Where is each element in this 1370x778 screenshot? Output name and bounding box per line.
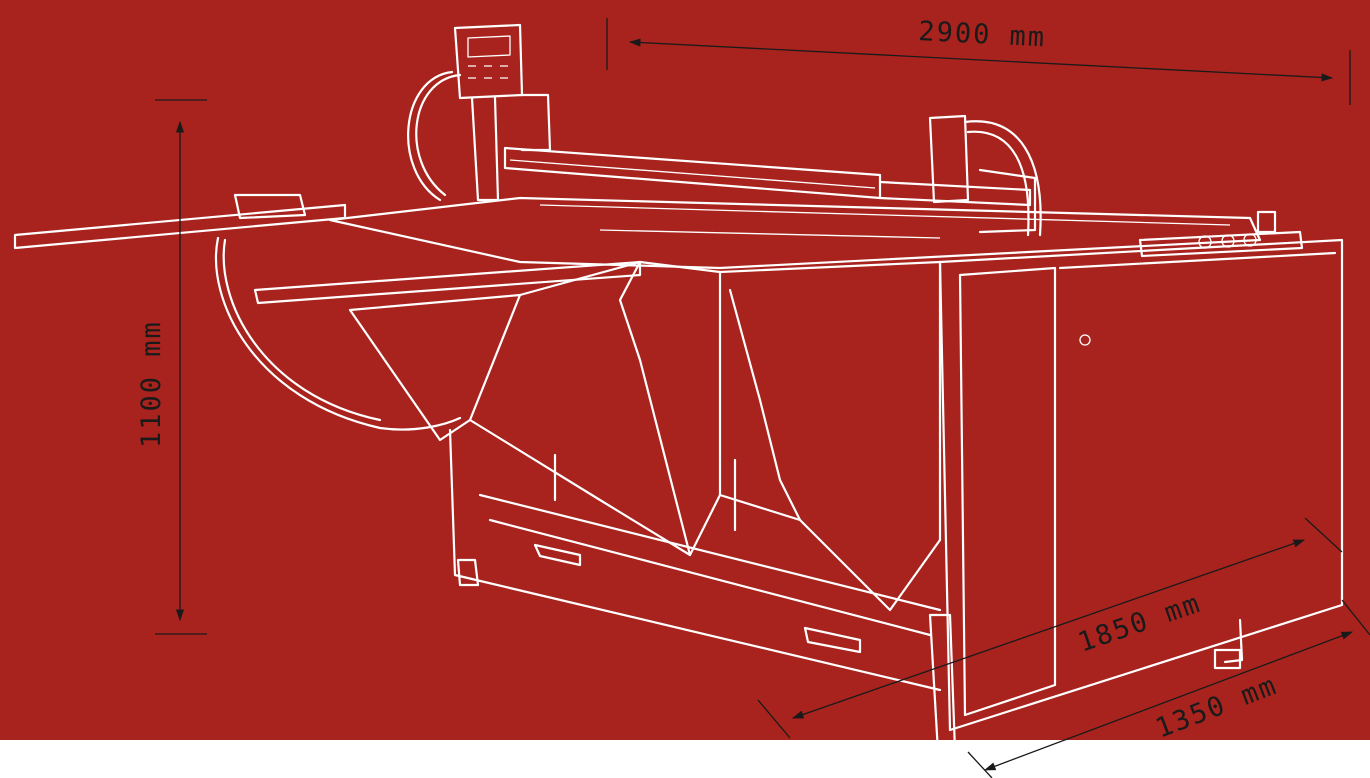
dimension-label-diagonal: 1850 mm [1074, 588, 1205, 659]
dimension-label-length: 2900 mm [918, 16, 1047, 53]
dimension-1100-group: 1100 mm [136, 99, 207, 635]
dimension-label-height: 1100 mm [136, 320, 167, 448]
dimension-2900-group: 2900 mm [606, 16, 1351, 105]
cutting-machine-illustration [13, 23, 1344, 767]
dimension-label-depth: 1350 mm [1151, 670, 1281, 745]
dimension-arrow-depth [983, 631, 1354, 771]
dimension-arrow-length [628, 38, 1334, 82]
dimension-arrow-diagonal [791, 539, 1306, 719]
